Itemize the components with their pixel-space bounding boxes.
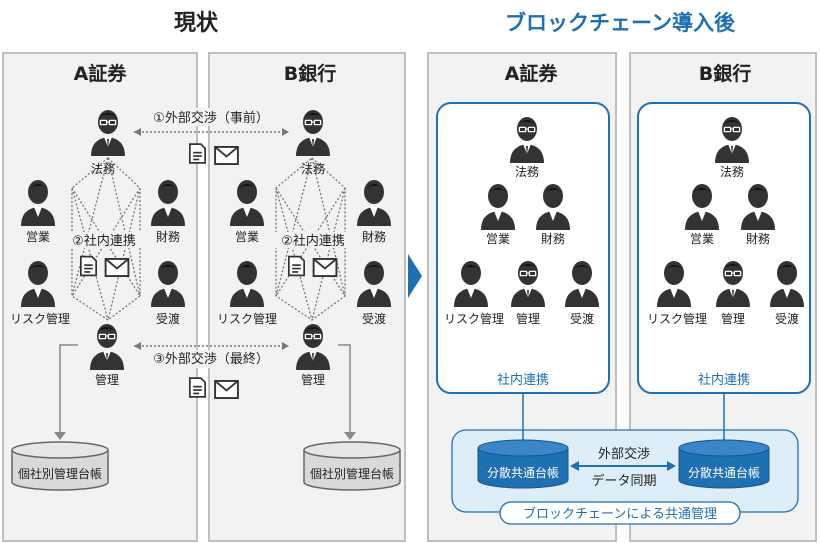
envelope-icon — [104, 258, 130, 277]
role-legal-b: 法務 — [301, 162, 325, 176]
sync-label-top: 外部交渉 — [598, 446, 650, 462]
role-delivery-b: 受渡 — [362, 311, 386, 326]
role-delivery-b2: 受渡 — [775, 311, 799, 326]
role-admin-b: 管理 — [301, 372, 325, 387]
envelope-icon — [214, 146, 239, 165]
panel-a-after-title: A証券 — [505, 62, 559, 85]
role-finance-b2: 財務 — [746, 231, 770, 246]
external-negotiation-final: ③外部交渉（最終） — [134, 342, 292, 368]
database-icon — [303, 441, 401, 491]
role-sales-a: 営業 — [26, 230, 50, 244]
role-legal-a2: 法務 — [515, 165, 539, 179]
blockchain-caption: ブロックチェーンによる共通管理 — [523, 506, 717, 522]
database-icon — [678, 439, 770, 489]
internal-label-b: ②社内連携 — [281, 233, 345, 249]
internal-label-a: ②社内連携 — [72, 233, 136, 249]
external-negotiation-first: ①外部交渉（事前） — [134, 108, 292, 136]
role-legal-a: 法務 — [91, 162, 115, 176]
role-delivery-a: 受渡 — [156, 311, 180, 326]
ext-first-label: ①外部交渉（事前） — [153, 110, 269, 126]
admin-to-ledger-b — [338, 344, 351, 436]
dist-ledger-label-b: 分散共通台帳 — [688, 465, 760, 480]
role-finance-a2: 財務 — [541, 231, 565, 246]
role-finance-b: 財務 — [362, 229, 386, 244]
envelope-icon — [312, 258, 338, 277]
ledger-label-b: 個社別管理台帳 — [310, 466, 394, 481]
role-risk-b: リスク管理 — [217, 311, 277, 326]
role-sales-b2: 営業 — [690, 232, 714, 246]
role-legal-b2: 法務 — [720, 165, 744, 179]
document-icon — [189, 143, 206, 164]
document-icon — [288, 255, 305, 277]
panel-b-current-title: B銀行 — [284, 62, 336, 85]
panel-a-current-title: A証券 — [74, 62, 128, 85]
role-risk-b2: リスク管理 — [647, 311, 707, 326]
arrow-right-icon — [408, 254, 422, 298]
ledger-label-a: 個社別管理台帳 — [18, 466, 102, 481]
role-admin-a: 管理 — [95, 372, 119, 387]
after-title: ブロックチェーン導入後 — [505, 11, 736, 35]
document-icon — [80, 255, 97, 277]
internal-label-b2: 社内連携 — [698, 372, 750, 388]
admin-to-ledger-a — [59, 344, 78, 436]
role-sales-b: 営業 — [235, 230, 259, 244]
role-sales-a2: 営業 — [486, 232, 510, 246]
internal-label-a2: 社内連携 — [497, 372, 549, 388]
role-risk-a2: リスク管理 — [444, 311, 504, 326]
ext-final-label: ③外部交渉（最終） — [153, 351, 269, 367]
role-admin-b2: 管理 — [721, 311, 745, 326]
role-admin-a2: 管理 — [516, 311, 540, 326]
sync-label-bottom: データ同期 — [591, 473, 656, 489]
role-delivery-a2: 受渡 — [570, 311, 594, 326]
document-icon — [189, 377, 206, 398]
role-finance-a: 財務 — [156, 229, 180, 244]
sync-arrow — [570, 461, 676, 471]
database-icon — [11, 441, 109, 491]
dist-ledger-label-a: 分散共通台帳 — [487, 465, 559, 480]
current-title: 現状 — [174, 11, 219, 36]
database-icon — [477, 439, 569, 489]
blockchain-caption-box — [499, 501, 741, 525]
role-risk-a: リスク管理 — [10, 311, 70, 326]
envelope-icon — [214, 380, 239, 399]
panel-b-after-title: B銀行 — [699, 62, 751, 85]
